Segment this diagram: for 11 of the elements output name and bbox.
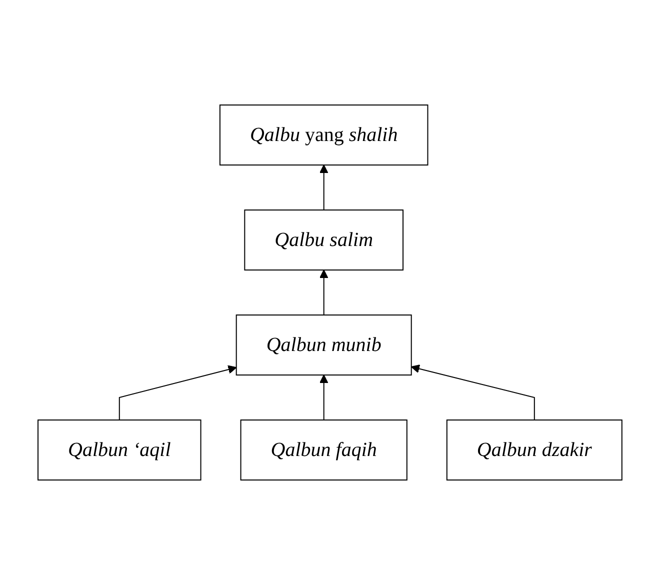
arrow	[320, 269, 328, 315]
arrow	[411, 364, 535, 420]
node-box: Qalbun ‘aqil	[38, 419, 202, 480]
node-box: Qalbu salim	[244, 209, 404, 270]
arrow	[320, 164, 328, 210]
node-box: Qalbun dzakir	[446, 419, 622, 480]
arrow	[118, 364, 237, 420]
node-box: Qalbu yang shalih	[220, 104, 428, 165]
node-box: Qalbun faqih	[240, 419, 408, 480]
arrow	[320, 374, 328, 420]
node-box: Qalbun munib	[236, 314, 412, 375]
